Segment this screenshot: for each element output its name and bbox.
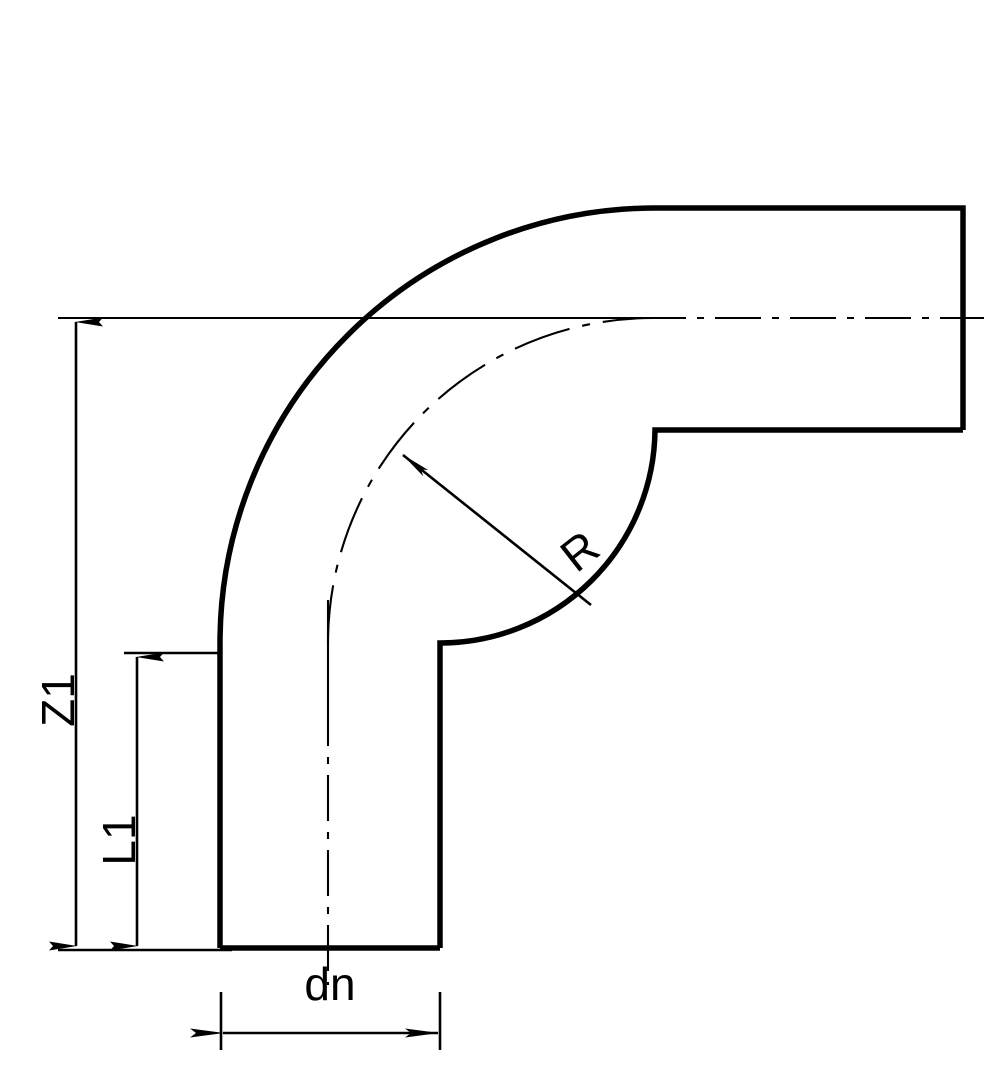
R-leader-line — [402, 453, 592, 607]
dimension-label-L1: L1 — [93, 814, 145, 865]
dimension-dn — [190, 992, 442, 1050]
dimension-label-dn: dn — [304, 958, 355, 1010]
pipe-outer-profile — [217, 205, 966, 948]
pipe-body-outline — [217, 205, 966, 951]
bend-centerline-arc — [326, 316, 654, 644]
dimension-L1 — [110, 651, 222, 951]
pipe-inner-profile — [437, 427, 963, 948]
dimension-label-Z1: Z1 — [32, 673, 84, 727]
dimension-R — [402, 453, 592, 607]
centerlines — [58, 316, 984, 985]
